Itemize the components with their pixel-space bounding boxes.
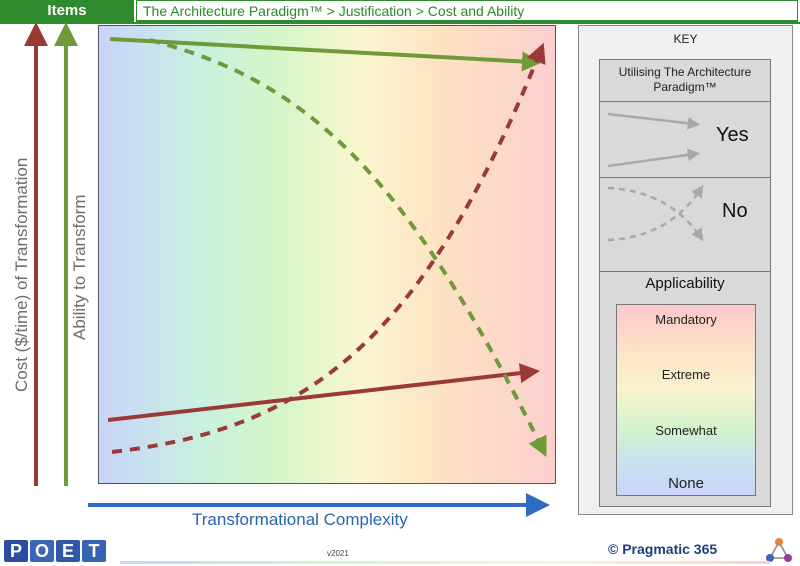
version-text: v2021 (327, 549, 349, 558)
logo-letter: P (4, 540, 28, 562)
applicability-title: Applicability (645, 275, 725, 292)
items-tab[interactable]: Items (0, 0, 134, 22)
header-rule (0, 22, 800, 24)
applicability-level: Somewhat (655, 423, 717, 438)
key-no-row: No (600, 178, 770, 274)
key-no-label: No (722, 200, 748, 222)
plot-area (98, 25, 556, 484)
footer-rule (120, 561, 770, 564)
ability-axis-label: Ability to Transform (70, 194, 89, 341)
applicability-panel: Applicability Mandatory Extreme Somewhat… (599, 271, 771, 507)
page-header: Items The Architecture Paradigm™ > Justi… (0, 0, 800, 24)
cost-axis-label: Cost ($/time) of Transformation (12, 157, 31, 392)
key-title: KEY (673, 32, 698, 46)
network-logo-icon (766, 538, 792, 562)
key-solid-arrows-icon (607, 112, 701, 168)
logo-letter: E (56, 540, 80, 562)
complexity-axis-label: Transformational Complexity (192, 510, 408, 529)
key-legend: Utilising The Architecture Paradigm™ Yes… (599, 59, 771, 275)
poet-logo: P O E T (4, 540, 108, 564)
key-dashed-arrows-icon (607, 184, 704, 242)
applicability-level: Mandatory (655, 312, 717, 327)
key-panel: KEY Utilising The Architecture Paradigm™… (578, 25, 793, 515)
key-yes-row: Yes (600, 102, 770, 178)
applicability-level: Extreme (661, 367, 711, 382)
applicability-scale: Mandatory Extreme Somewhat None (616, 304, 756, 496)
key-heading: Utilising The Architecture Paradigm™ (600, 60, 770, 102)
breadcrumb[interactable]: The Architecture Paradigm™ > Justificati… (136, 0, 798, 22)
logo-letter: O (30, 540, 54, 562)
logo-letter: T (82, 540, 106, 562)
brand-name: © Pragmatic 365 (608, 541, 718, 557)
applicability-level: None (668, 475, 704, 492)
key-yes-label: Yes (716, 124, 749, 146)
